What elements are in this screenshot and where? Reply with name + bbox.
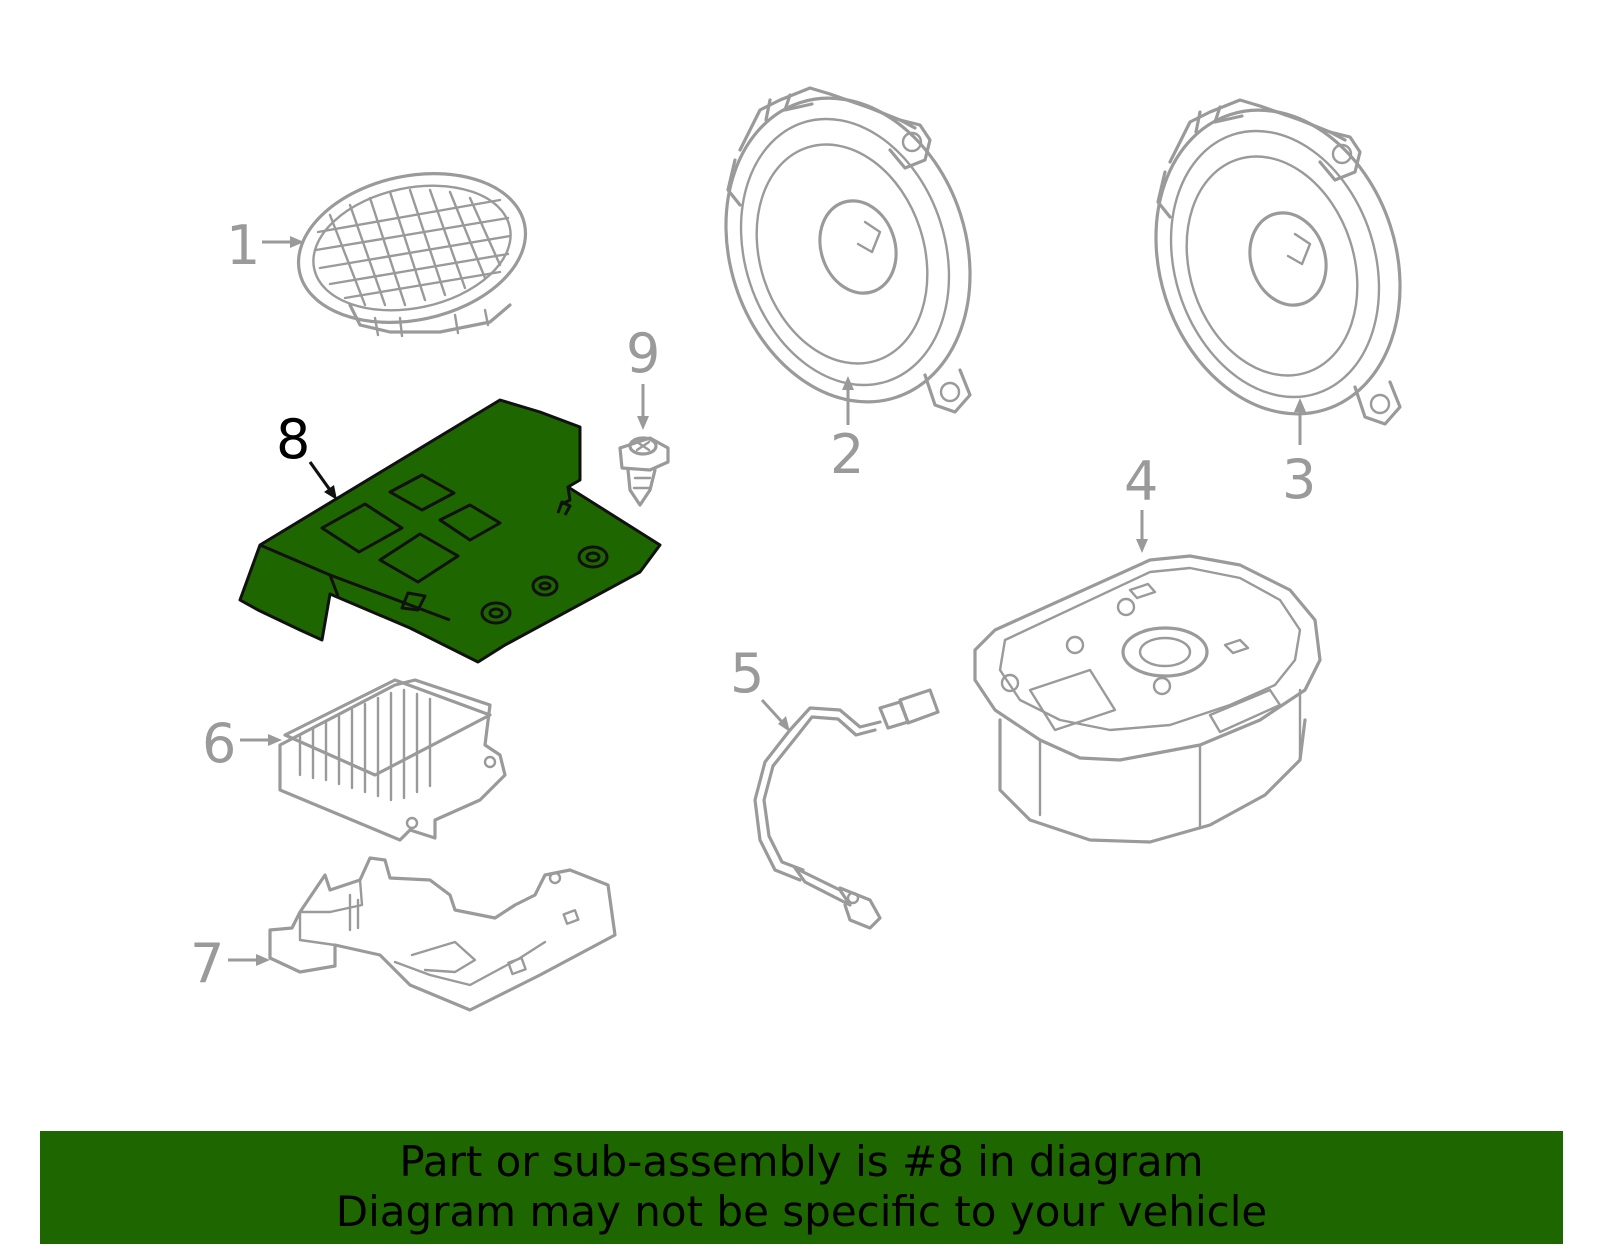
callout-label-4[interactable]: 4 — [1124, 450, 1158, 513]
callout-label-7[interactable]: 7 — [190, 932, 224, 995]
callout-label-2[interactable]: 2 — [830, 423, 864, 486]
callout-arrow-5 — [760, 698, 790, 732]
part-1-tweeter-grille[interactable] — [285, 154, 540, 343]
part-5-wire-harness[interactable] — [753, 688, 940, 930]
callout-arrow-1 — [262, 236, 304, 248]
part-7-mounting-bracket[interactable] — [268, 856, 617, 1012]
callout-label-1[interactable]: 1 — [226, 214, 260, 277]
part-3-door-speaker[interactable] — [1118, 78, 1438, 446]
info-banner: Part or sub-assembly is #8 in diagram Di… — [40, 1131, 1563, 1244]
part-6-amplifier[interactable] — [278, 678, 507, 842]
part-2-door-speaker[interactable] — [688, 66, 1008, 434]
callout-arrow-7 — [228, 954, 270, 966]
banner-line-disclaimer: Diagram may not be specific to your vehi… — [335, 1187, 1268, 1236]
callout-arrow-4 — [1136, 510, 1148, 553]
callout-arrow-6 — [240, 734, 282, 746]
callout-arrow-8 — [308, 461, 337, 500]
callout-label-9[interactable]: 9 — [626, 322, 660, 385]
callout-label-8[interactable]: 8 — [276, 408, 310, 471]
banner-line-part-number: Part or sub-assembly is #8 in diagram — [399, 1137, 1204, 1186]
part-4-subwoofer[interactable] — [973, 554, 1322, 844]
callout-arrow-9 — [637, 384, 649, 430]
part-9-push-clip[interactable] — [618, 436, 670, 507]
callout-label-5[interactable]: 5 — [730, 642, 764, 705]
callout-arrow-3 — [1294, 398, 1306, 445]
part-8-highlight-fill — [238, 398, 662, 664]
callout-label-3[interactable]: 3 — [1282, 448, 1316, 511]
callout-label-6[interactable]: 6 — [202, 712, 236, 775]
part-8-amplifier-cover[interactable] — [238, 398, 662, 664]
callout-arrow-2 — [842, 376, 854, 425]
